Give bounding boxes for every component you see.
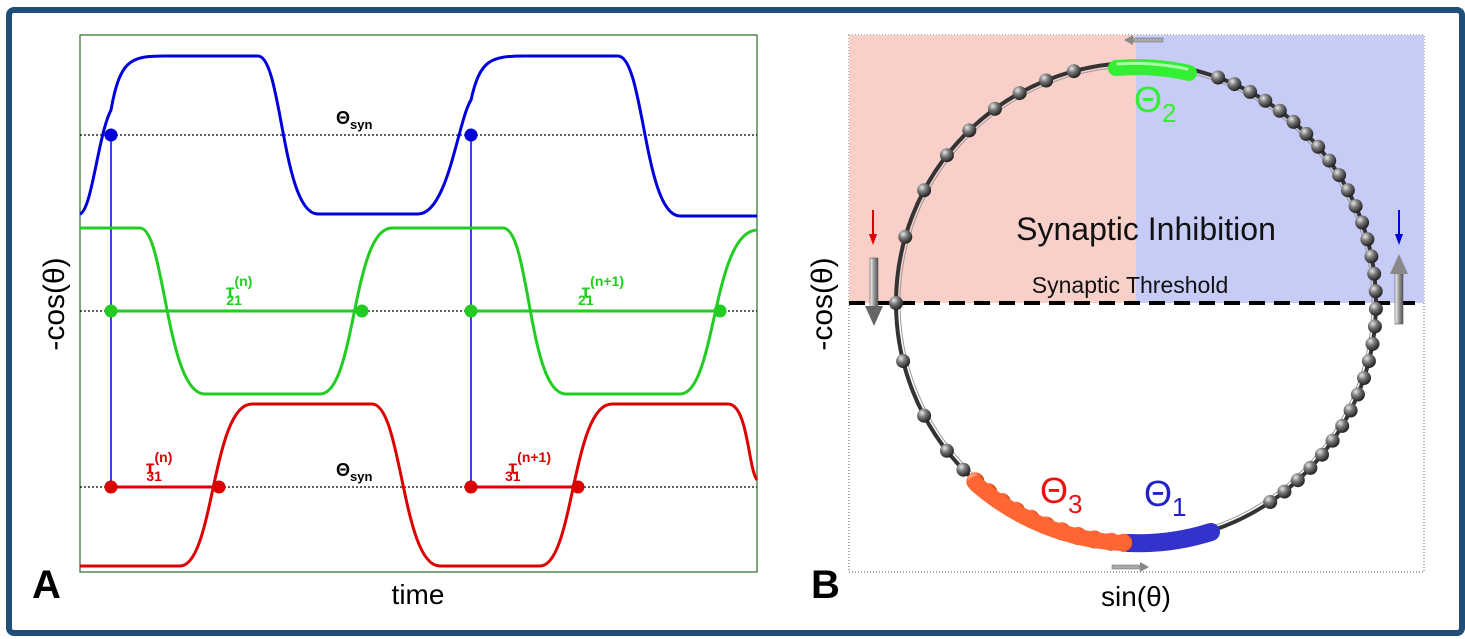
bead: [1290, 473, 1305, 488]
bead: [1039, 73, 1054, 88]
red-marker-1: [104, 480, 118, 494]
bead: [1325, 433, 1340, 448]
bead: [1299, 126, 1314, 141]
bead: [1335, 418, 1350, 433]
red-marker-2: [212, 480, 226, 494]
bead: [889, 296, 903, 310]
bead: [1368, 301, 1383, 316]
bead: [962, 123, 977, 138]
blue-marker-2: [464, 128, 478, 142]
blue-waveform: [79, 54, 757, 218]
bead: [1227, 77, 1242, 92]
panel-a: Θsyn Θsyn τ(n)21 τ(n+1)21 τ(n)31 τ(n+1)3…: [32, 34, 759, 610]
tau21-n1-label: τ(n+1)21: [578, 273, 624, 308]
bead: [1340, 183, 1355, 198]
theta3-cluster-band: [968, 476, 1132, 551]
panel-a-ylabel: -cos(θ): [38, 257, 71, 350]
theta2-cluster: [1108, 59, 1197, 81]
bead: [1311, 139, 1326, 154]
bead: [1258, 93, 1273, 108]
bead: [939, 148, 954, 163]
green-marker-3: [464, 304, 478, 318]
bead: [917, 408, 932, 423]
theta2-label: Θ2: [1134, 79, 1176, 128]
bead: [1243, 84, 1258, 99]
bead: [1348, 199, 1363, 214]
bead: [1364, 249, 1379, 264]
theta-syn-bottom-label: Θsyn: [336, 460, 372, 484]
theta2-cluster-highlight: [1116, 61, 1189, 71]
bead: [1272, 103, 1287, 118]
bead: [1343, 403, 1358, 418]
pink-region: [849, 35, 1136, 303]
bead: [1263, 495, 1278, 509]
panel-b-ylabel: -cos(θ): [806, 257, 839, 350]
bead: [1303, 460, 1318, 475]
bead: [1361, 354, 1376, 369]
bead: [1368, 284, 1383, 299]
theta3-label: Θ3: [1040, 470, 1082, 519]
bead: [1012, 86, 1027, 101]
panel-a-label: A: [32, 563, 61, 607]
bead: [1322, 153, 1337, 168]
green-marker-4: [713, 304, 727, 318]
gray-up-arrow: [1390, 254, 1408, 325]
panel-b: Θ2 Θ3 Θ1 Synaptic Inhibition Synaptic Th…: [806, 34, 1425, 612]
theta-syn-top-label: Θsyn: [336, 108, 372, 132]
red-marker-4: [571, 480, 585, 494]
red-marker-3: [464, 480, 478, 494]
bead: [1355, 215, 1370, 230]
bead: [1360, 232, 1375, 247]
tau21-n-label: τ(n)21: [226, 273, 252, 308]
bead: [1365, 336, 1380, 351]
synaptic-threshold-label: Synaptic Threshold: [1032, 272, 1228, 298]
red-waveform: [80, 402, 759, 568]
panel-b-xlabel: sin(θ): [1101, 581, 1171, 612]
bead: [987, 101, 1002, 116]
synaptic-inhibition-label: Synaptic Inhibition: [1016, 211, 1276, 247]
bead: [917, 183, 932, 198]
gray-down-arrow: [865, 257, 883, 326]
bead: [1066, 64, 1081, 79]
bead: [1277, 484, 1292, 499]
gray-right-arrow-bottom: [1111, 562, 1149, 572]
tau31-n-label: τ(n)31: [146, 449, 172, 484]
tau31-n1-label: τ(n+1)31: [505, 449, 551, 484]
theta1-cluster: [1119, 523, 1220, 553]
bead: [898, 229, 913, 244]
bead: [939, 443, 954, 458]
bead: [1211, 70, 1226, 85]
bead: [1286, 114, 1301, 129]
panel-a-axes-frame: [79, 34, 758, 573]
blue-marker-1: [104, 128, 118, 142]
oscillator-beads: [889, 64, 1383, 509]
bead: [1350, 387, 1365, 402]
panel-a-xlabel: time: [392, 579, 445, 610]
red-down-arrow: [869, 210, 877, 245]
panel-b-label: B: [811, 563, 840, 607]
green-marker-2: [355, 304, 369, 318]
blue-down-arrow: [1395, 210, 1403, 245]
bead: [1332, 168, 1347, 183]
theta1-label: Θ1: [1144, 473, 1186, 522]
bead: [956, 462, 971, 477]
bead: [1357, 371, 1371, 385]
green-waveform: [80, 226, 758, 396]
bead: [1315, 447, 1329, 462]
gray-left-arrow-top: [1124, 35, 1164, 45]
green-marker-1: [104, 304, 118, 318]
bead: [1367, 266, 1382, 281]
bead: [896, 354, 911, 369]
bead: [1367, 319, 1382, 334]
